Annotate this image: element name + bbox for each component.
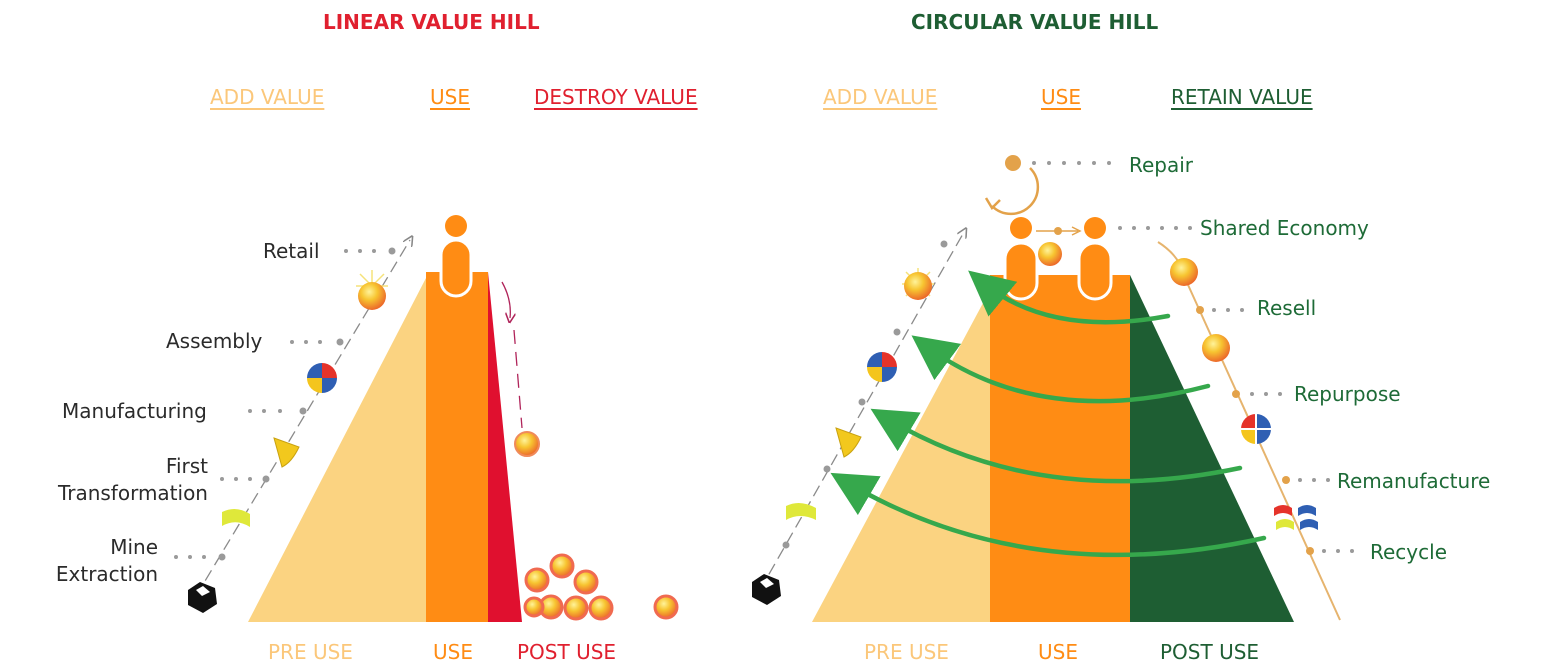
waste-pile bbox=[523, 553, 679, 621]
recycle-material-icon bbox=[1274, 505, 1318, 530]
circular-footer-post-use: POST USE bbox=[1160, 640, 1260, 664]
circular-phase-add-value: ADD VALUE bbox=[823, 85, 938, 109]
stage-retail: Retail bbox=[263, 239, 320, 263]
repurpose-product-icon bbox=[1202, 334, 1230, 362]
flag-material-icon bbox=[786, 502, 816, 520]
person-icon bbox=[1077, 217, 1113, 301]
loop-remanufacture: Remanufacture bbox=[1337, 469, 1491, 493]
stage-manufacturing: Manufacturing bbox=[62, 399, 207, 423]
linear-pre-use-area bbox=[248, 278, 426, 622]
sun-product-icon bbox=[356, 270, 388, 310]
quad-circle-icon bbox=[307, 363, 337, 393]
circular-post-use-area bbox=[1130, 275, 1294, 622]
circular-footer-use: USE bbox=[1038, 640, 1078, 664]
production-line-dots bbox=[782, 240, 948, 549]
linear-hill bbox=[174, 215, 679, 622]
resell-arrow bbox=[968, 270, 1171, 325]
quad-circle-icon bbox=[867, 352, 897, 382]
flag-material-icon bbox=[222, 508, 250, 527]
loop-shared-economy: Shared Economy bbox=[1200, 216, 1369, 240]
value-return-arrows bbox=[830, 270, 1267, 558]
circular-title: CIRCULAR VALUE HILL bbox=[911, 10, 1159, 34]
recycle-arrow bbox=[830, 472, 1267, 558]
linear-use-area bbox=[426, 272, 488, 622]
loop-repair: Repair bbox=[1129, 153, 1194, 177]
repurpose-arrow bbox=[911, 335, 1211, 404]
fan-part-icon bbox=[835, 427, 862, 458]
linear-stage-connectors bbox=[174, 247, 396, 561]
loop-repurpose: Repurpose bbox=[1294, 382, 1401, 406]
resell-product-icon bbox=[1170, 258, 1198, 286]
linear-title: LINEAR VALUE HILL bbox=[323, 10, 540, 34]
stage-first-transformation: First Transformation bbox=[57, 454, 208, 505]
circular-use-area bbox=[990, 275, 1130, 622]
waste-ball-icon bbox=[514, 431, 540, 457]
linear-footer-use: USE bbox=[433, 640, 473, 664]
sun-product-icon bbox=[902, 268, 934, 300]
quad-circle-icon bbox=[1239, 412, 1273, 446]
fan-part-icon bbox=[273, 437, 300, 468]
loop-recycle: Recycle bbox=[1370, 540, 1447, 564]
shared-product-icon bbox=[1038, 242, 1062, 266]
repair-loop bbox=[984, 155, 1040, 216]
circular-phase-use: USE bbox=[1041, 85, 1081, 109]
linear-footer-post-use: POST USE bbox=[517, 640, 617, 664]
stage-assembly: Assembly bbox=[166, 329, 263, 353]
return-line-nodes bbox=[1196, 306, 1314, 555]
linear-phase-destroy-value: DESTROY VALUE bbox=[534, 85, 698, 109]
disposal-arrow bbox=[501, 281, 510, 318]
remanufacture-arrow bbox=[870, 408, 1243, 484]
sharing-arrow bbox=[1036, 226, 1082, 236]
circular-hill bbox=[752, 155, 1354, 622]
circular-footer-pre-use: PRE USE bbox=[864, 640, 949, 664]
linear-footer-pre-use: PRE USE bbox=[268, 640, 353, 664]
loop-resell: Resell bbox=[1257, 296, 1317, 320]
stage-mine-extraction: Mine Extraction bbox=[55, 535, 158, 586]
person-icon bbox=[1003, 217, 1039, 301]
circular-phase-retain-value: RETAIN VALUE bbox=[1171, 85, 1313, 109]
raw-ore-icon bbox=[188, 582, 217, 613]
linear-phase-use: USE bbox=[430, 85, 470, 109]
linear-post-use-area bbox=[488, 272, 522, 622]
disposal-path bbox=[513, 329, 523, 429]
circular-label-connectors bbox=[1032, 161, 1354, 553]
person-icon bbox=[439, 215, 473, 298]
linear-phase-add-value: ADD VALUE bbox=[210, 85, 325, 109]
raw-ore-icon bbox=[752, 574, 781, 605]
